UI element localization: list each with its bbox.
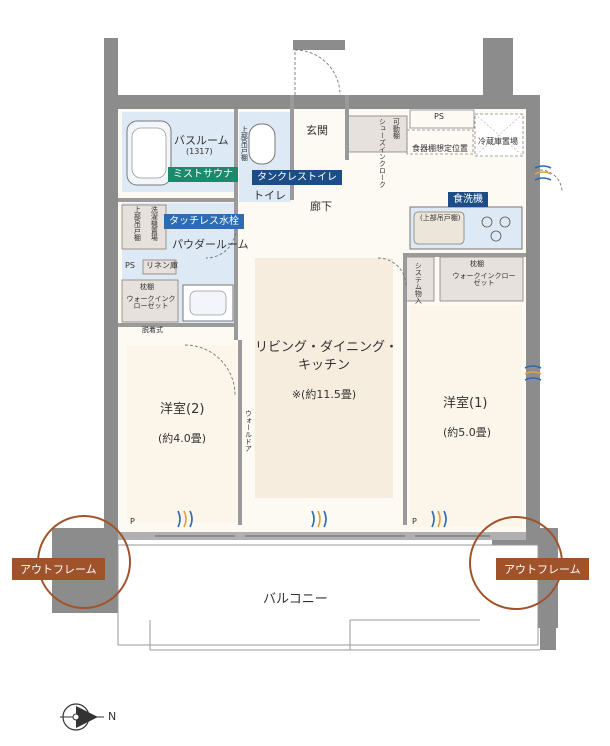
wic-right-name: ウォークインクローゼット	[452, 272, 516, 288]
side-window-right	[539, 169, 563, 193]
p-left: P	[130, 517, 135, 526]
stove-burner	[481, 216, 493, 228]
bath-size: (1317)	[186, 147, 213, 156]
movable-shelf: 可動棚	[392, 118, 401, 139]
western1-name: 洋室(1)	[443, 396, 488, 411]
washer-place: 洗濯機置場	[150, 206, 159, 241]
outframe-left-tag: アウトフレーム	[12, 558, 105, 580]
outer-wall-right-column	[483, 38, 513, 108]
stand-type-label: 脱着式	[142, 326, 163, 334]
balcony-label: バルコニー	[263, 592, 328, 607]
system-storage-label: システム物入	[414, 262, 423, 304]
system-storage	[405, 256, 435, 302]
western2-name: 洋室(2)	[160, 402, 205, 417]
linen-storage	[142, 259, 177, 275]
dish-shelf-place	[406, 129, 474, 155]
kitchen-upper-cabinet: (上部吊戸棚)	[420, 214, 461, 222]
ldk-name-line1: リビング・ダイニング・	[255, 340, 399, 355]
upper-cabinet-powder: 上部吊戸棚	[133, 206, 142, 241]
bath-name: バスルーム	[174, 134, 229, 147]
shoes-closet	[346, 115, 408, 153]
wic-left	[121, 279, 179, 323]
compass-north-label: N	[108, 710, 117, 723]
western1-size: (約5.0畳)	[443, 426, 492, 439]
outer-wall-right	[526, 95, 540, 535]
western2-floor	[127, 345, 237, 523]
compass-icon	[60, 703, 104, 731]
ps-left: PS	[125, 261, 135, 270]
dishwasher-tag: 食洗機	[448, 192, 488, 207]
ldk-floor	[255, 258, 393, 498]
tankless-toilet-tag: タンクレストイレ	[252, 170, 342, 185]
mist-sauna-tag: ミストサウナ	[168, 167, 238, 182]
outer-wall-top	[104, 95, 540, 109]
toilet-bowl	[248, 123, 276, 165]
entrance-door	[294, 49, 341, 96]
western1-door	[377, 257, 407, 287]
linen-label: リネン庫	[146, 261, 178, 270]
wic-left-name: ウォークインクローゼット	[126, 295, 176, 311]
shoes-in-closet: シューズインクローク	[378, 118, 387, 188]
entrance-label: 玄関	[306, 124, 328, 137]
washer-storage	[121, 204, 167, 250]
powder-door	[205, 227, 237, 259]
touchless-faucet-tag: タッチレス水栓	[164, 214, 244, 229]
wic-left-shelf: 枕棚	[140, 283, 154, 291]
wall-door-label: ウォールドア	[244, 410, 253, 452]
stove-burner	[490, 230, 502, 242]
ldk-name-line2: キッチン	[297, 358, 350, 373]
ps-top: PS	[434, 112, 444, 121]
wic-right-shelf: 枕棚	[470, 260, 484, 268]
stove-burner	[499, 216, 511, 228]
powder-room-label: パウダールーム	[172, 238, 249, 251]
balcony-floor	[117, 544, 539, 646]
entrance-wall	[293, 40, 345, 50]
corridor-label: 廊下	[310, 200, 332, 213]
ps-top-box	[409, 109, 475, 129]
toilet-label: トイレ	[253, 189, 286, 202]
outframe-right-tag: アウトフレーム	[496, 558, 589, 580]
upper-cabinet-toilet: 上部吊戸棚	[240, 126, 249, 161]
dish-shelf-label: 食器棚想定位置	[412, 144, 468, 153]
p-right: P	[412, 517, 417, 526]
western1-floor	[410, 305, 522, 527]
fridge-place-label: 冷蔵庫置場	[478, 137, 518, 146]
outer-wall-left	[104, 95, 118, 535]
western2-size: (約4.0畳)	[158, 432, 207, 445]
ldk-size: ※(約11.5畳)	[291, 388, 357, 401]
